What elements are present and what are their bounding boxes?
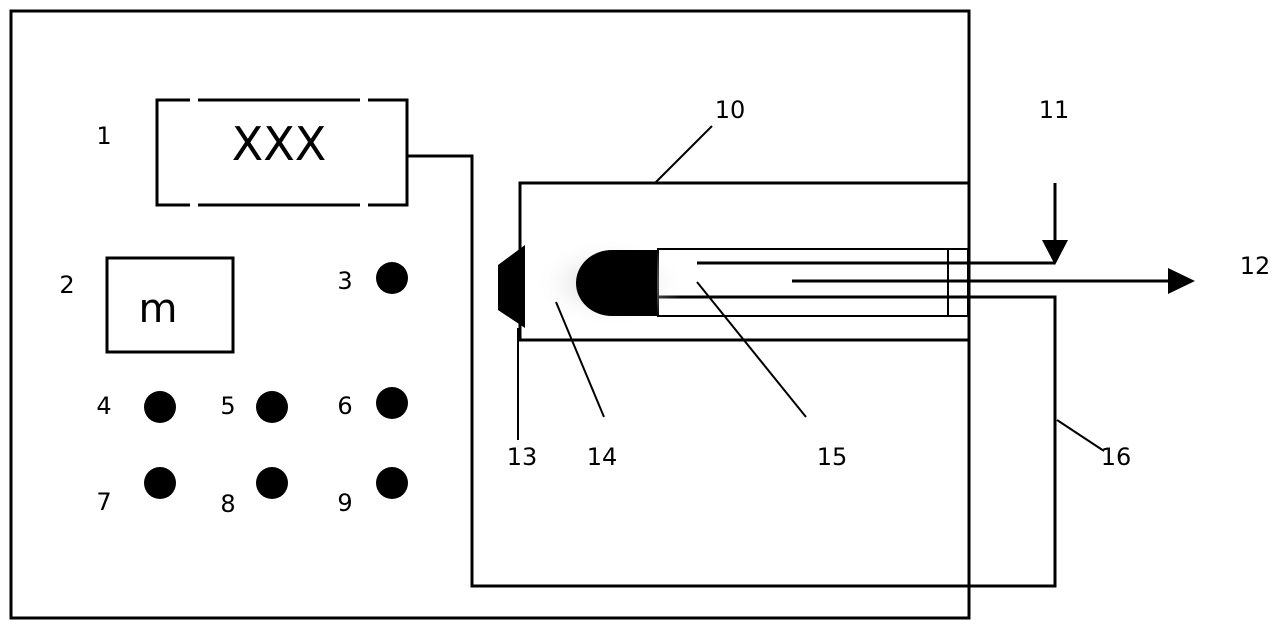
outlet-arrowhead xyxy=(1168,268,1195,294)
label-8: 8 xyxy=(220,490,235,518)
label-15: 15 xyxy=(817,443,848,471)
label-14: 14 xyxy=(587,443,618,471)
sensor-head xyxy=(576,250,657,316)
label-13: 13 xyxy=(507,443,538,471)
label-6: 6 xyxy=(337,392,352,420)
label-7: 7 xyxy=(96,488,111,516)
button-7[interactable] xyxy=(144,467,176,499)
label-12: 12 xyxy=(1240,252,1271,280)
wire-pointer xyxy=(1056,419,1105,452)
label-9: 9 xyxy=(337,489,352,517)
memory-text: m xyxy=(139,286,178,332)
memory-box xyxy=(105,256,235,354)
button-9[interactable] xyxy=(376,467,408,499)
display-text: XXX xyxy=(232,117,327,171)
mist-pointer xyxy=(555,301,605,418)
label-16: 16 xyxy=(1101,443,1132,471)
housing-pointer xyxy=(654,125,713,184)
label-3: 3 xyxy=(337,267,352,295)
label-10: 10 xyxy=(715,96,746,124)
label-4: 4 xyxy=(96,392,111,420)
display-box xyxy=(155,97,409,208)
label-5: 5 xyxy=(220,392,235,420)
inlet-arrowhead xyxy=(1042,240,1068,265)
button-3[interactable] xyxy=(376,262,408,294)
sensor-pointer xyxy=(696,281,807,418)
nozzle xyxy=(498,245,525,328)
label-11: 11 xyxy=(1039,96,1070,124)
display-wire xyxy=(407,154,1057,588)
button-6[interactable] xyxy=(376,387,408,419)
button-4[interactable] xyxy=(144,391,176,423)
button-8[interactable] xyxy=(256,467,288,499)
label-1: 1 xyxy=(96,122,111,150)
button-5[interactable] xyxy=(256,391,288,423)
label-2: 2 xyxy=(59,271,74,299)
